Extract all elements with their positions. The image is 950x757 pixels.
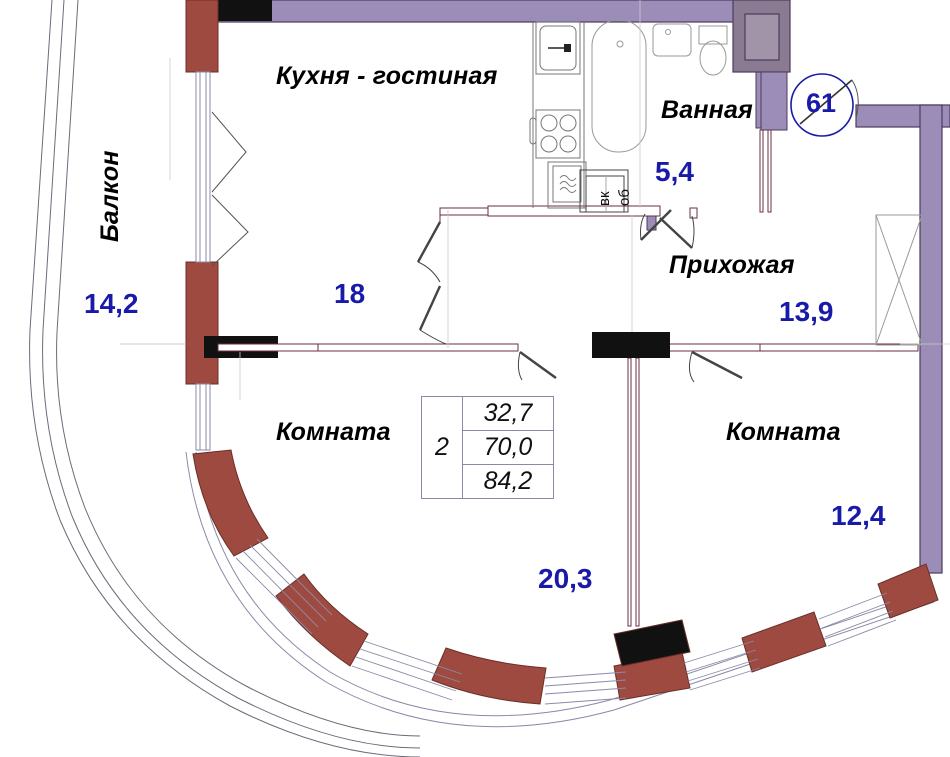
summary-rooms-count: 2 [421, 396, 463, 499]
wall-left-brick-upper [186, 0, 218, 72]
room-label-hallway: Прихожая [669, 251, 795, 279]
balcony-door-glazing [195, 71, 211, 451]
curved-facade-glazing [185, 451, 935, 728]
curved-window-strips [235, 538, 897, 705]
bathtub [591, 19, 647, 153]
riser-label-vk: вк [596, 191, 613, 206]
wall-left-brick-mid [186, 262, 218, 384]
room-label-room-right: Комната [726, 418, 841, 446]
cooktop-4-burner [529, 109, 581, 159]
area-label-kitchen-living: 18 [334, 278, 366, 309]
area-label-bathroom: 5,4 [655, 156, 694, 187]
area-label-room-right: 12,4 [831, 500, 886, 531]
room-label-bathroom: Ванная [661, 96, 753, 124]
washbasin [652, 23, 692, 57]
summary-total-with-balcony: 84,2 [462, 464, 554, 499]
curved-wall-segments [192, 449, 939, 705]
table-row: 84,2 [422, 464, 554, 499]
kitchen-counter [532, 22, 585, 208]
curved-wall-seg-5 [741, 611, 827, 673]
summary-living-area: 32,7 [462, 396, 554, 431]
wall-right-vertical-purple [920, 105, 942, 573]
area-label-room-left: 20,3 [538, 563, 593, 594]
summary-table: 2 32,7 70,0 84,2 [421, 396, 554, 499]
kitchen-partition [487, 205, 661, 217]
wall-shaft-stub [761, 72, 787, 130]
entrance-door-arc [851, 79, 859, 119]
curved-wall-seg-3 [431, 647, 547, 705]
balcony-outline [29, 0, 421, 757]
interior-partitions [217, 129, 919, 627]
wardrobe [875, 214, 923, 346]
wall-top-purple [196, 0, 756, 22]
balcony-door-swing [211, 111, 249, 267]
room-label-balcony: Балкон [96, 150, 124, 242]
wall-centre-lintel-black [592, 332, 670, 358]
bath-entry-door [640, 209, 672, 241]
toilet [698, 25, 728, 76]
axis-guides [120, 0, 950, 400]
door-swings [416, 215, 743, 383]
area-label-hallway: 13,9 [779, 296, 834, 327]
risers-box [579, 169, 629, 213]
curved-wall-seg-1 [192, 449, 269, 557]
room-label-kitchen-living: Кухня - гостиная [276, 62, 498, 90]
curved-wall-seg-2 [275, 573, 369, 667]
curved-wall-lintel-black [613, 619, 691, 667]
room-label-room-left: Комната [276, 418, 391, 446]
riser-label-ob: об [616, 189, 633, 206]
area-label-balcony: 14,2 [84, 288, 139, 319]
curved-wall-seg-6 [877, 563, 939, 619]
kitchen-sink [535, 21, 581, 75]
table-row: 2 32,7 [421, 396, 554, 499]
summary-total-area: 70,0 [462, 430, 554, 465]
apartment-number-label: 61 [806, 88, 837, 118]
entrance-door-leaf [799, 79, 853, 125]
